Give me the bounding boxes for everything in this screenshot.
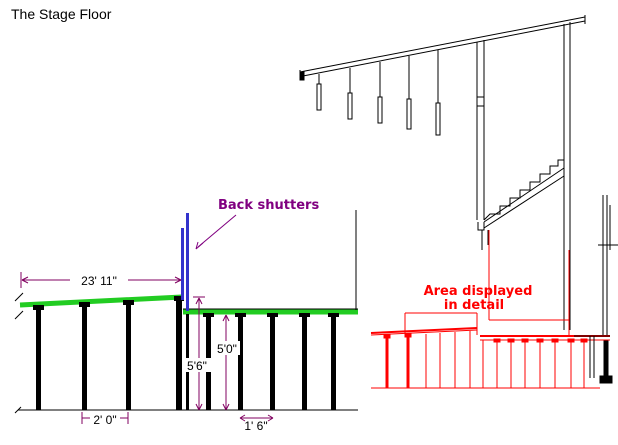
- detail-posts: [383, 331, 588, 389]
- back-shutters-pointer: [197, 214, 237, 248]
- height-dimension-right: 5'0": [214, 314, 240, 411]
- diagram-title: The Stage Floor: [11, 6, 112, 22]
- hanging-lights: [316, 50, 441, 136]
- spacing-left-label: 2' 0": [93, 413, 116, 427]
- deck-posts-front: [33, 296, 184, 410]
- theatre-section: [299, 15, 618, 384]
- height-dimension-left: 5'6": [183, 296, 211, 411]
- area-detail-label-line2: in detail: [444, 298, 504, 313]
- spacing-dimension-right: 1' 6": [239, 414, 274, 433]
- back-shutters: [181, 213, 189, 311]
- width-dimension: 23' 11": [20, 272, 182, 288]
- height-left-label: 5'6": [187, 359, 207, 373]
- spacing-right-label: 1' 6": [244, 419, 267, 433]
- area-detail-label-line1: Area displayed: [424, 284, 533, 299]
- detail-area-marker: [370, 230, 610, 389]
- width-dimension-label: 23' 11": [81, 274, 117, 288]
- spacing-dimension-left: 2' 0": [81, 412, 129, 427]
- stage-detail: Back shutters 23' 11" 2': [14, 198, 358, 433]
- raked-deck: [19, 294, 183, 308]
- height-right-label: 5'0": [217, 342, 237, 356]
- back-shutters-label: Back shutters: [218, 198, 319, 213]
